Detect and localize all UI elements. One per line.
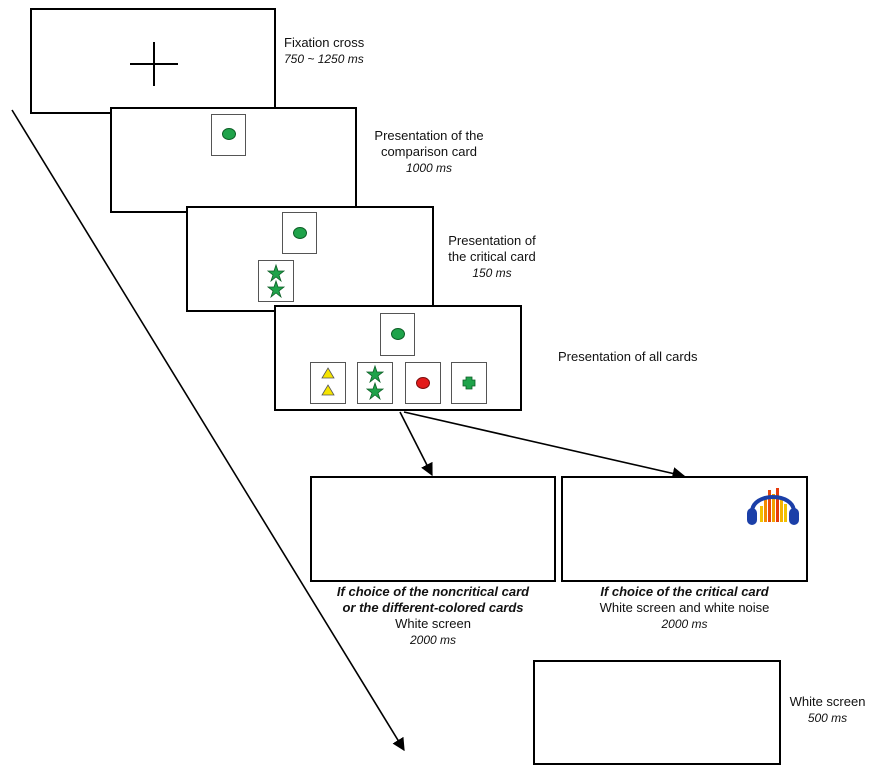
green-star-icon xyxy=(266,263,286,299)
noncritical-line2: or the different-colored cards xyxy=(342,600,524,615)
noncritical-label: If choice of the noncritical card or the… xyxy=(310,584,556,648)
critical-duration: 150 ms xyxy=(472,266,512,280)
fixation-duration: 750 ~ 1250 ms xyxy=(284,52,364,66)
red-circle-card xyxy=(405,362,441,404)
final-duration: 500 ms xyxy=(807,711,848,725)
headphones-icon xyxy=(747,488,799,525)
critical-card xyxy=(258,260,294,302)
comparison-card-all xyxy=(380,313,415,356)
fixation-screen xyxy=(30,8,276,114)
final-white-screen xyxy=(533,660,781,765)
green-circle-icon xyxy=(391,328,405,340)
critical-line2: the critical card xyxy=(448,249,536,264)
noncritical-line1: If choice of the noncritical card xyxy=(336,584,530,599)
comparison-line1: Presentation of the xyxy=(374,128,484,143)
critical-choice-line1: If choice of the critical card xyxy=(600,584,769,599)
critical-label: Presentation of the critical card 150 ms xyxy=(436,233,548,281)
final-screen-text: White screen xyxy=(789,694,866,709)
comparison-screen xyxy=(110,107,357,213)
fixation-title: Fixation cross xyxy=(284,35,365,50)
green-cross-card xyxy=(451,362,487,404)
noncritical-white-screen xyxy=(310,476,556,582)
critical-choice-label: If choice of the critical card White scr… xyxy=(561,584,808,632)
green-circle-icon xyxy=(293,227,307,239)
green-star-icon xyxy=(365,364,385,401)
all-cards-title: Presentation of all cards xyxy=(558,349,698,364)
critical-screen xyxy=(186,206,434,312)
yellow-triangle-icon xyxy=(321,367,335,396)
timeline-arrow xyxy=(11,109,405,752)
all-cards-label: Presentation of all cards xyxy=(558,349,697,365)
comparison-label: Presentation of the comparison card 1000… xyxy=(358,128,500,176)
branch-arrow-critical xyxy=(403,411,686,480)
critical-choice-screen-text: White screen and white noise xyxy=(599,600,770,615)
final-label: White screen 500 ms xyxy=(782,694,873,726)
noncritical-duration: 2000 ms xyxy=(409,633,457,647)
comparison-duration: 1000 ms xyxy=(405,161,453,175)
all-cards-screen xyxy=(274,305,522,411)
star-card xyxy=(357,362,393,404)
fixation-cross-icon xyxy=(130,42,178,86)
red-circle-icon xyxy=(416,377,430,389)
green-circle-icon xyxy=(222,128,236,140)
comparison-card-top xyxy=(282,212,317,254)
triangle-card xyxy=(310,362,346,404)
comparison-line2: comparison card xyxy=(380,144,478,159)
branch-arrow-noncritical xyxy=(399,411,433,477)
critical-noise-screen xyxy=(561,476,808,582)
fixation-label: Fixation cross 750 ~ 1250 ms xyxy=(284,35,364,67)
noncritical-screen-text: White screen xyxy=(395,616,471,631)
green-cross-icon xyxy=(462,376,476,390)
critical-choice-duration: 2000 ms xyxy=(661,617,708,631)
comparison-card xyxy=(211,114,246,156)
critical-line1: Presentation of xyxy=(448,233,536,248)
